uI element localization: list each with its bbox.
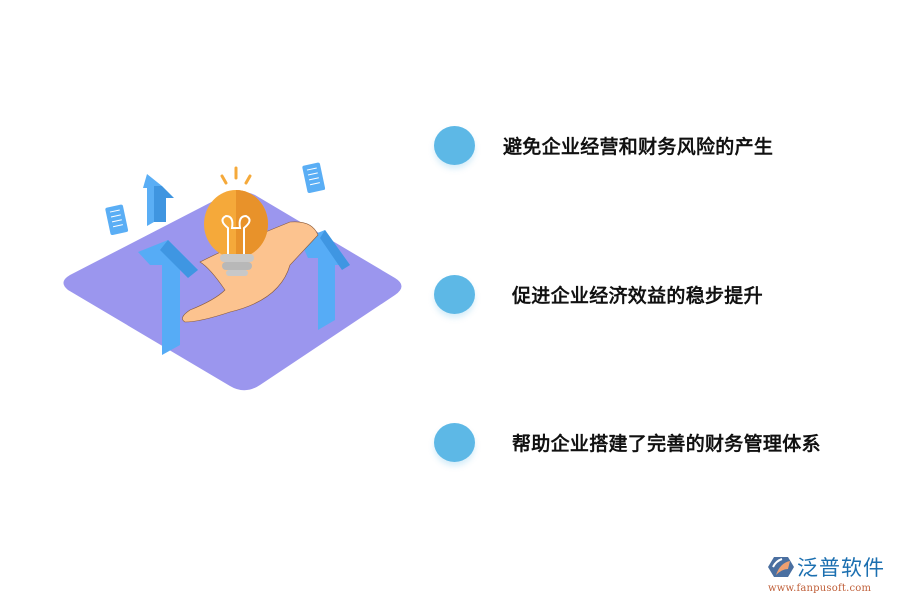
logo-url: www.fanpusoft.com — [768, 583, 872, 594]
bullet-circle-icon — [434, 126, 475, 165]
fanpu-logo-icon — [768, 557, 794, 577]
benefit-label: 帮助企业搭建了完善的财务管理体系 — [512, 433, 821, 455]
benefit-label: 促进企业经济效益的稳步提升 — [512, 285, 763, 307]
bullet-circle-icon — [434, 423, 475, 462]
logo-name: 泛普软件 — [797, 556, 885, 580]
benefit-item: 避免企业经营和财务风险的产生 — [434, 126, 773, 165]
benefit-item: 促进企业经济效益的稳步提升 — [434, 275, 763, 314]
illustration-hand-lightbulb — [50, 150, 420, 410]
benefit-item: 帮助企业搭建了完善的财务管理体系 — [434, 423, 821, 462]
brand-logo: 泛普软件 www.fanpusoft.com — [768, 552, 896, 594]
benefit-label: 避免企业经营和财务风险的产生 — [503, 136, 774, 158]
bullet-circle-icon — [434, 275, 475, 314]
lightbulb-hand-illustration-icon — [63, 162, 402, 391]
